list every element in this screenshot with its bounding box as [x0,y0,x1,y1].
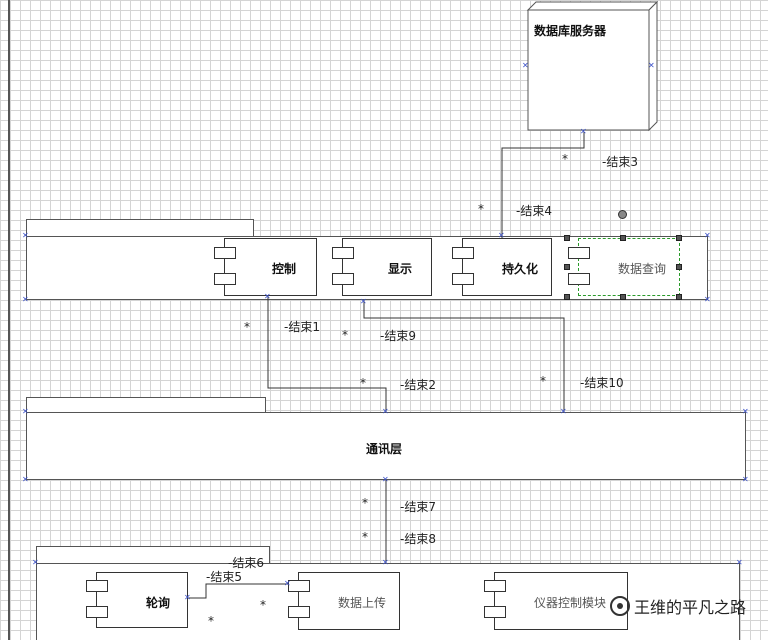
upper-layer-tab [26,219,254,237]
lower-layer-tab [36,546,270,564]
component-control[interactable]: 控制 [214,238,317,296]
component-upload[interactable]: 数据上传 [288,572,400,630]
connector-label-7[interactable]: -结束7 [400,500,436,514]
selection-handle[interactable] [564,264,570,270]
watermark-text: 王维的平凡之路 [633,598,746,617]
connector-label-9[interactable]: -结束9 [380,329,416,343]
connector-label-8[interactable]: -结束8 [400,532,436,546]
connection-point-marker: ✕ [382,475,389,484]
selection-handle[interactable] [676,294,682,300]
connection-point-marker: ✕ [360,297,367,306]
connection-point-marker: ✕ [22,475,29,484]
component-query-label: 数据查询 [618,262,667,276]
connector-label-3[interactable]: -结束3 [602,155,638,169]
connection-point-marker: ✕ [704,231,711,240]
connector-label-10[interactable]: -结束10 [580,376,624,390]
db-server-node[interactable]: 数据库服务器 [526,0,658,132]
comm-layer-tab [26,397,266,413]
connection-point-marker: ✕ [22,407,29,416]
multiplicity-3: * [562,152,568,166]
multiplicity-10: * [540,374,546,388]
connector-label-5[interactable]: -结束5 [206,570,242,584]
connection-point-marker: ✕ [560,407,567,416]
connection-point-marker: ✕ [736,558,743,567]
comm-layer-node[interactable] [26,412,746,480]
multiplicity-5b: * [208,614,214,628]
connection-point-marker: ✕ [284,579,291,588]
selection-handle[interactable] [676,264,682,270]
component-instrument[interactable]: 仪器控制模块 [484,572,628,630]
connector-label-4[interactable]: -结束4 [516,204,552,218]
multiplicity-4: * [478,202,484,216]
multiplicity-8: * [362,530,368,544]
multiplicity-9: * [342,328,348,342]
component-display[interactable]: 显示 [332,238,432,296]
connection-point-marker: ✕ [32,558,39,567]
connection-point-marker: ✕ [382,407,389,416]
component-instrument-label: 仪器控制模块 [534,596,607,610]
connection-point-marker: ✕ [648,61,655,70]
selection-handle[interactable] [564,294,570,300]
connection-point-marker: ✕ [704,295,711,304]
connection-point-marker: ✕ [184,593,191,602]
component-persist[interactable]: 持久化 [452,238,552,296]
connection-point-marker: ✕ [522,61,529,70]
multiplicity-7: * [362,496,368,510]
comm-layer-title: 通讯层 [366,442,403,456]
component-poll[interactable]: 轮询 [86,572,188,628]
connector-label-6[interactable]: -结束6 [228,556,264,570]
rotate-handle[interactable] [618,210,627,219]
connection-point-marker: ✕ [742,475,749,484]
connection-point-marker: ✕ [22,295,29,304]
component-control-label: 控制 [272,262,297,276]
multiplicity-5a: * [260,598,266,612]
connection-point-marker: ✕ [580,127,587,136]
component-upload-label: 数据上传 [338,596,387,610]
multiplicity-1: * [244,320,250,334]
connection-point-marker: ✕ [382,558,389,567]
canvas-edge [8,0,10,640]
connection-point-marker: ✕ [498,231,505,240]
component-display-label: 显示 [388,262,413,276]
component-persist-label: 持久化 [502,262,539,276]
connector-label-2[interactable]: -结束2 [400,378,436,392]
watermark: 王维的平凡之路 [609,594,746,618]
component-query[interactable]: 数据查询 [568,238,680,296]
selection-handle[interactable] [620,235,626,241]
connection-point-marker: ✕ [264,292,271,301]
selection-handle[interactable] [620,294,626,300]
selection-handle[interactable] [564,235,570,241]
db-server-title: 数据库服务器 [534,24,607,38]
connection-point-marker: ✕ [22,231,29,240]
selection-handle[interactable] [676,235,682,241]
multiplicity-2: * [360,376,366,390]
wechat-icon [609,596,630,616]
connector-label-1[interactable]: -结束1 [284,320,320,334]
component-poll-label: 轮询 [146,596,171,610]
connection-point-marker: ✕ [742,407,749,416]
